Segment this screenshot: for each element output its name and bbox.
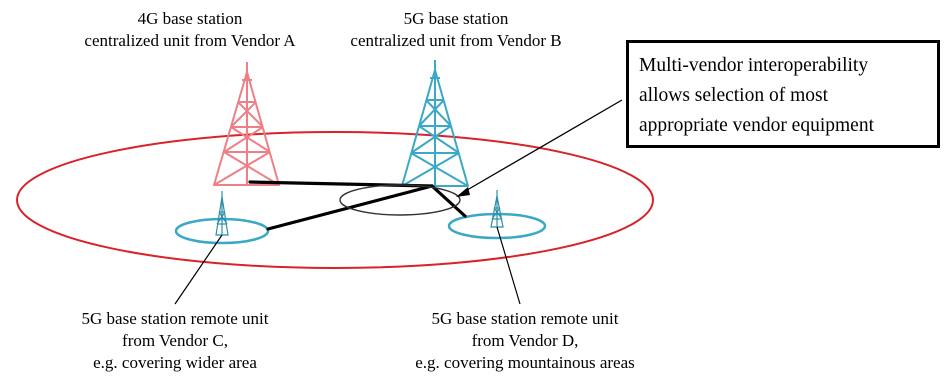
tower-5g-icon bbox=[401, 60, 469, 187]
link-5g-to-remote-c bbox=[266, 184, 434, 231]
interoperability-callout-box: Multi-vendor interoperability allows sel… bbox=[626, 40, 940, 148]
junction-ellipse bbox=[339, 184, 461, 216]
link-5g-to-remote-d bbox=[430, 184, 467, 218]
callout-arrow-line bbox=[461, 99, 623, 194]
coverage-area-ellipse bbox=[16, 131, 654, 269]
remote-c-leader-line bbox=[174, 234, 223, 305]
remote-d-leader-line bbox=[496, 226, 521, 305]
remote-d-tower-icon bbox=[490, 190, 504, 228]
remote-d-label: 5G base station remote unit from Vendor … bbox=[415, 309, 635, 372]
remote-c-tower-icon bbox=[215, 191, 229, 236]
tower-4g-label: 4G base station centralized unit from Ve… bbox=[84, 9, 296, 50]
tower-5g-label: 5G base station centralized unit from Ve… bbox=[350, 9, 562, 50]
tower-4g-icon bbox=[213, 62, 280, 186]
remote-c-label: 5G base station remote unit from Vendor … bbox=[81, 309, 269, 372]
callout-arrowhead bbox=[456, 187, 470, 197]
